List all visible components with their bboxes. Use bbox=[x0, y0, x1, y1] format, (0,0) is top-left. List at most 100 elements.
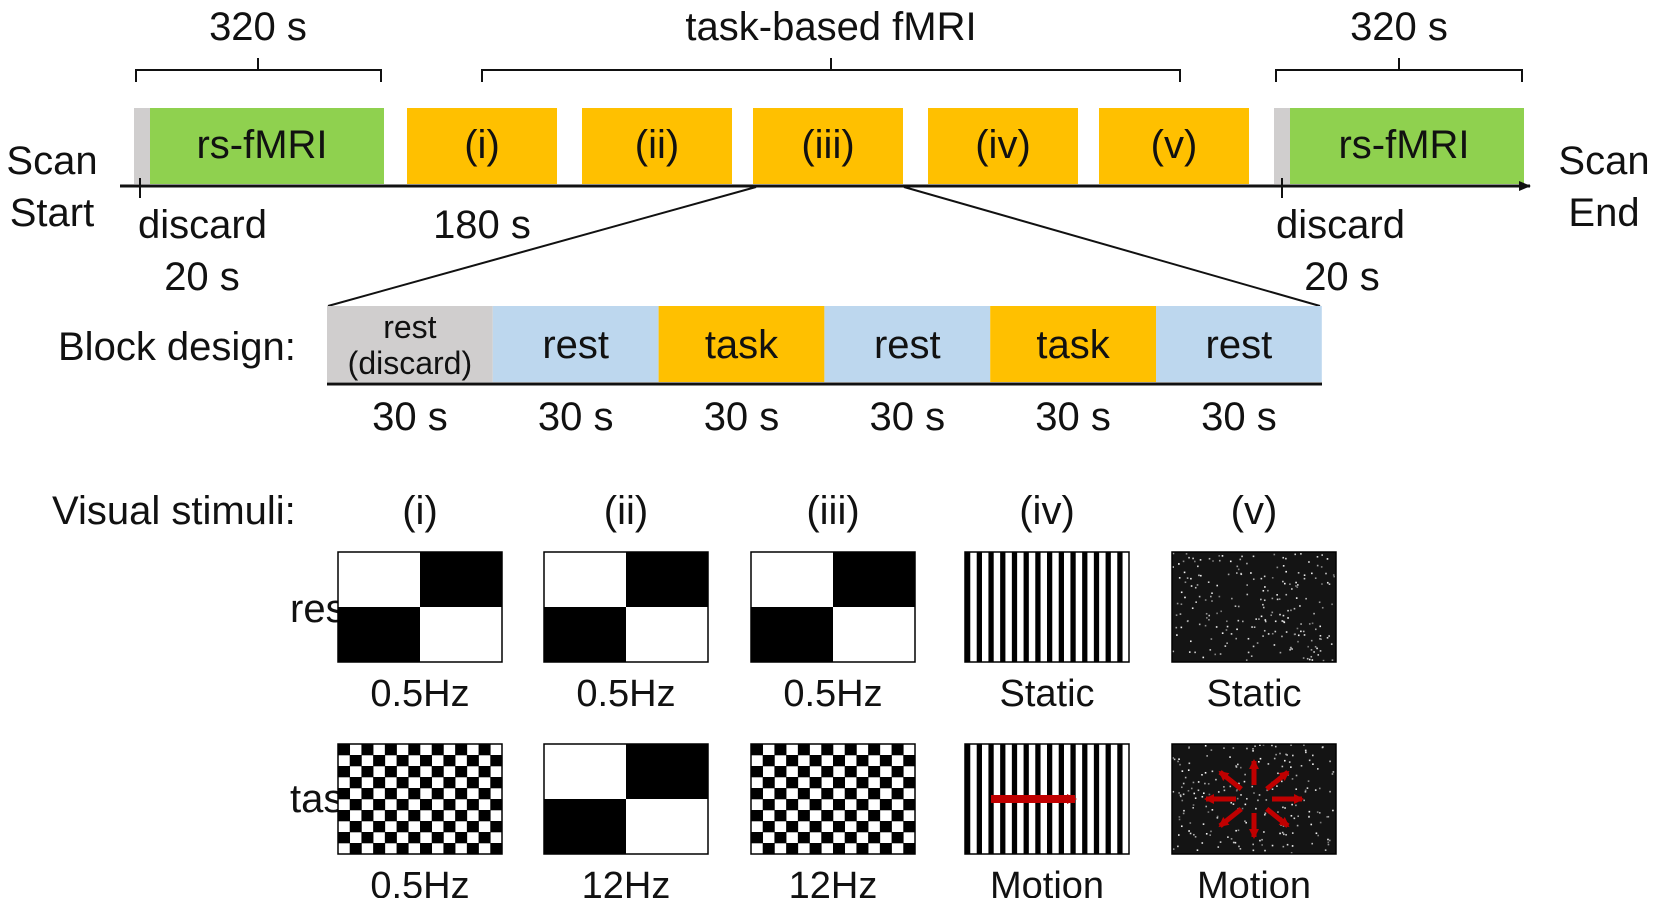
block-label-6: rest bbox=[1206, 323, 1273, 367]
noise-dot bbox=[1194, 586, 1197, 589]
noise-dot bbox=[1179, 794, 1182, 796]
noise-dot bbox=[1245, 659, 1248, 661]
task-run-label-4: (iv) bbox=[975, 123, 1031, 167]
noise-dot bbox=[1302, 657, 1305, 659]
noise-dot bbox=[1188, 747, 1190, 749]
noise-dot bbox=[1328, 635, 1330, 637]
noise-dot bbox=[1264, 620, 1267, 623]
noise-dot bbox=[1207, 581, 1210, 583]
noise-dot bbox=[1235, 789, 1238, 792]
noise-dot bbox=[1320, 638, 1322, 641]
stimulus-frame bbox=[543, 743, 709, 855]
noise-dot bbox=[1182, 793, 1185, 796]
task-run-label-3: (iii) bbox=[801, 123, 854, 167]
checker-square bbox=[420, 552, 502, 607]
block-design-label: Block design: bbox=[58, 325, 296, 369]
noise-dot bbox=[1318, 812, 1321, 814]
noise-dot bbox=[1306, 787, 1309, 789]
noise-dot bbox=[1264, 812, 1267, 815]
noise-dot bbox=[1192, 804, 1195, 806]
noise-dot bbox=[1204, 782, 1206, 785]
noise-dot bbox=[1223, 747, 1225, 749]
checker-square bbox=[821, 766, 834, 778]
checker-square bbox=[361, 810, 374, 822]
checker-square bbox=[762, 799, 775, 811]
noise-dot bbox=[1288, 761, 1291, 763]
noise-dot bbox=[1192, 557, 1194, 560]
noise-dot bbox=[1183, 809, 1185, 812]
noise-dot bbox=[1318, 601, 1321, 604]
rs-fmri-segment-left bbox=[150, 108, 384, 184]
noise-dot bbox=[1175, 626, 1178, 629]
noise-dot bbox=[1324, 849, 1327, 851]
noise-dot bbox=[1178, 563, 1180, 565]
noise-dot bbox=[1282, 565, 1285, 567]
noise-dot bbox=[1258, 760, 1260, 763]
noise-dot bbox=[1275, 753, 1277, 756]
noise-dot bbox=[1329, 760, 1331, 763]
noise-dot bbox=[1246, 584, 1248, 586]
noise-dot bbox=[1307, 780, 1310, 782]
noise-dot bbox=[1319, 625, 1322, 628]
noise-dot bbox=[1273, 757, 1276, 760]
noise-dot bbox=[1236, 572, 1238, 574]
noise-dot bbox=[1297, 634, 1300, 637]
noise-dot bbox=[1212, 560, 1214, 562]
noise-dot bbox=[1188, 830, 1190, 832]
checker-square bbox=[762, 843, 775, 855]
block-label-4: rest bbox=[874, 323, 941, 367]
checker-square bbox=[373, 755, 386, 767]
checker-square bbox=[868, 766, 881, 778]
noise-dot bbox=[1252, 748, 1254, 750]
noise-dot bbox=[1295, 774, 1298, 777]
noise-dot bbox=[1197, 565, 1199, 568]
noise-dot bbox=[1202, 656, 1205, 659]
noise-dot bbox=[1216, 584, 1219, 587]
noise-dot bbox=[1297, 640, 1299, 643]
checker-square bbox=[844, 832, 857, 844]
stimulus-task-5 bbox=[1171, 743, 1337, 855]
noise-dot bbox=[1303, 634, 1306, 636]
noise-dot bbox=[1297, 572, 1300, 574]
stimulus-frame bbox=[337, 551, 503, 663]
block-duration-3: 30 s bbox=[704, 395, 780, 439]
noise-dot bbox=[1314, 628, 1317, 631]
noise-dot bbox=[1246, 562, 1248, 565]
noise-dot bbox=[1252, 555, 1255, 558]
noise-dot bbox=[1204, 624, 1207, 627]
noise-dot bbox=[1290, 609, 1292, 612]
noise-dot bbox=[1274, 620, 1277, 623]
checker-square bbox=[396, 843, 409, 855]
checker-square bbox=[903, 799, 916, 811]
noise-dot bbox=[1197, 781, 1200, 783]
discard-label-left-line2: 20 s bbox=[164, 255, 240, 299]
noise-dot bbox=[1188, 762, 1191, 765]
noise-dot bbox=[1178, 792, 1180, 794]
block-discard-1 bbox=[327, 306, 493, 382]
noise-dot bbox=[1197, 789, 1200, 792]
noise-dot bbox=[1186, 577, 1189, 579]
noise-dot bbox=[1320, 566, 1323, 568]
noise-dot bbox=[1300, 764, 1303, 767]
noise-dot bbox=[1219, 841, 1222, 843]
noise-dot bbox=[1263, 813, 1266, 816]
noise-dot bbox=[1207, 783, 1210, 785]
checker-square bbox=[490, 821, 503, 833]
scan-timeline: Scan Start Scan End rs-fMRI 320 s discar… bbox=[6, 5, 1649, 299]
noise-dot bbox=[1250, 572, 1252, 574]
checker-square bbox=[408, 766, 421, 778]
checker-square bbox=[443, 755, 456, 767]
stimulus-column-label-2: (ii) bbox=[604, 489, 648, 533]
noise-dot bbox=[1234, 841, 1237, 844]
noise-dot bbox=[1284, 807, 1286, 809]
noise-dot bbox=[1295, 581, 1297, 584]
noise-dot bbox=[1293, 817, 1296, 820]
noise-dot bbox=[1218, 555, 1221, 557]
noise-dot bbox=[1246, 747, 1248, 750]
stimulus-rest-4 bbox=[964, 551, 1130, 663]
noise-dot bbox=[1201, 773, 1203, 776]
noise-dot bbox=[1314, 577, 1317, 579]
checker-square bbox=[373, 799, 386, 811]
noise-dot bbox=[1198, 595, 1201, 598]
checker-square bbox=[774, 788, 787, 800]
